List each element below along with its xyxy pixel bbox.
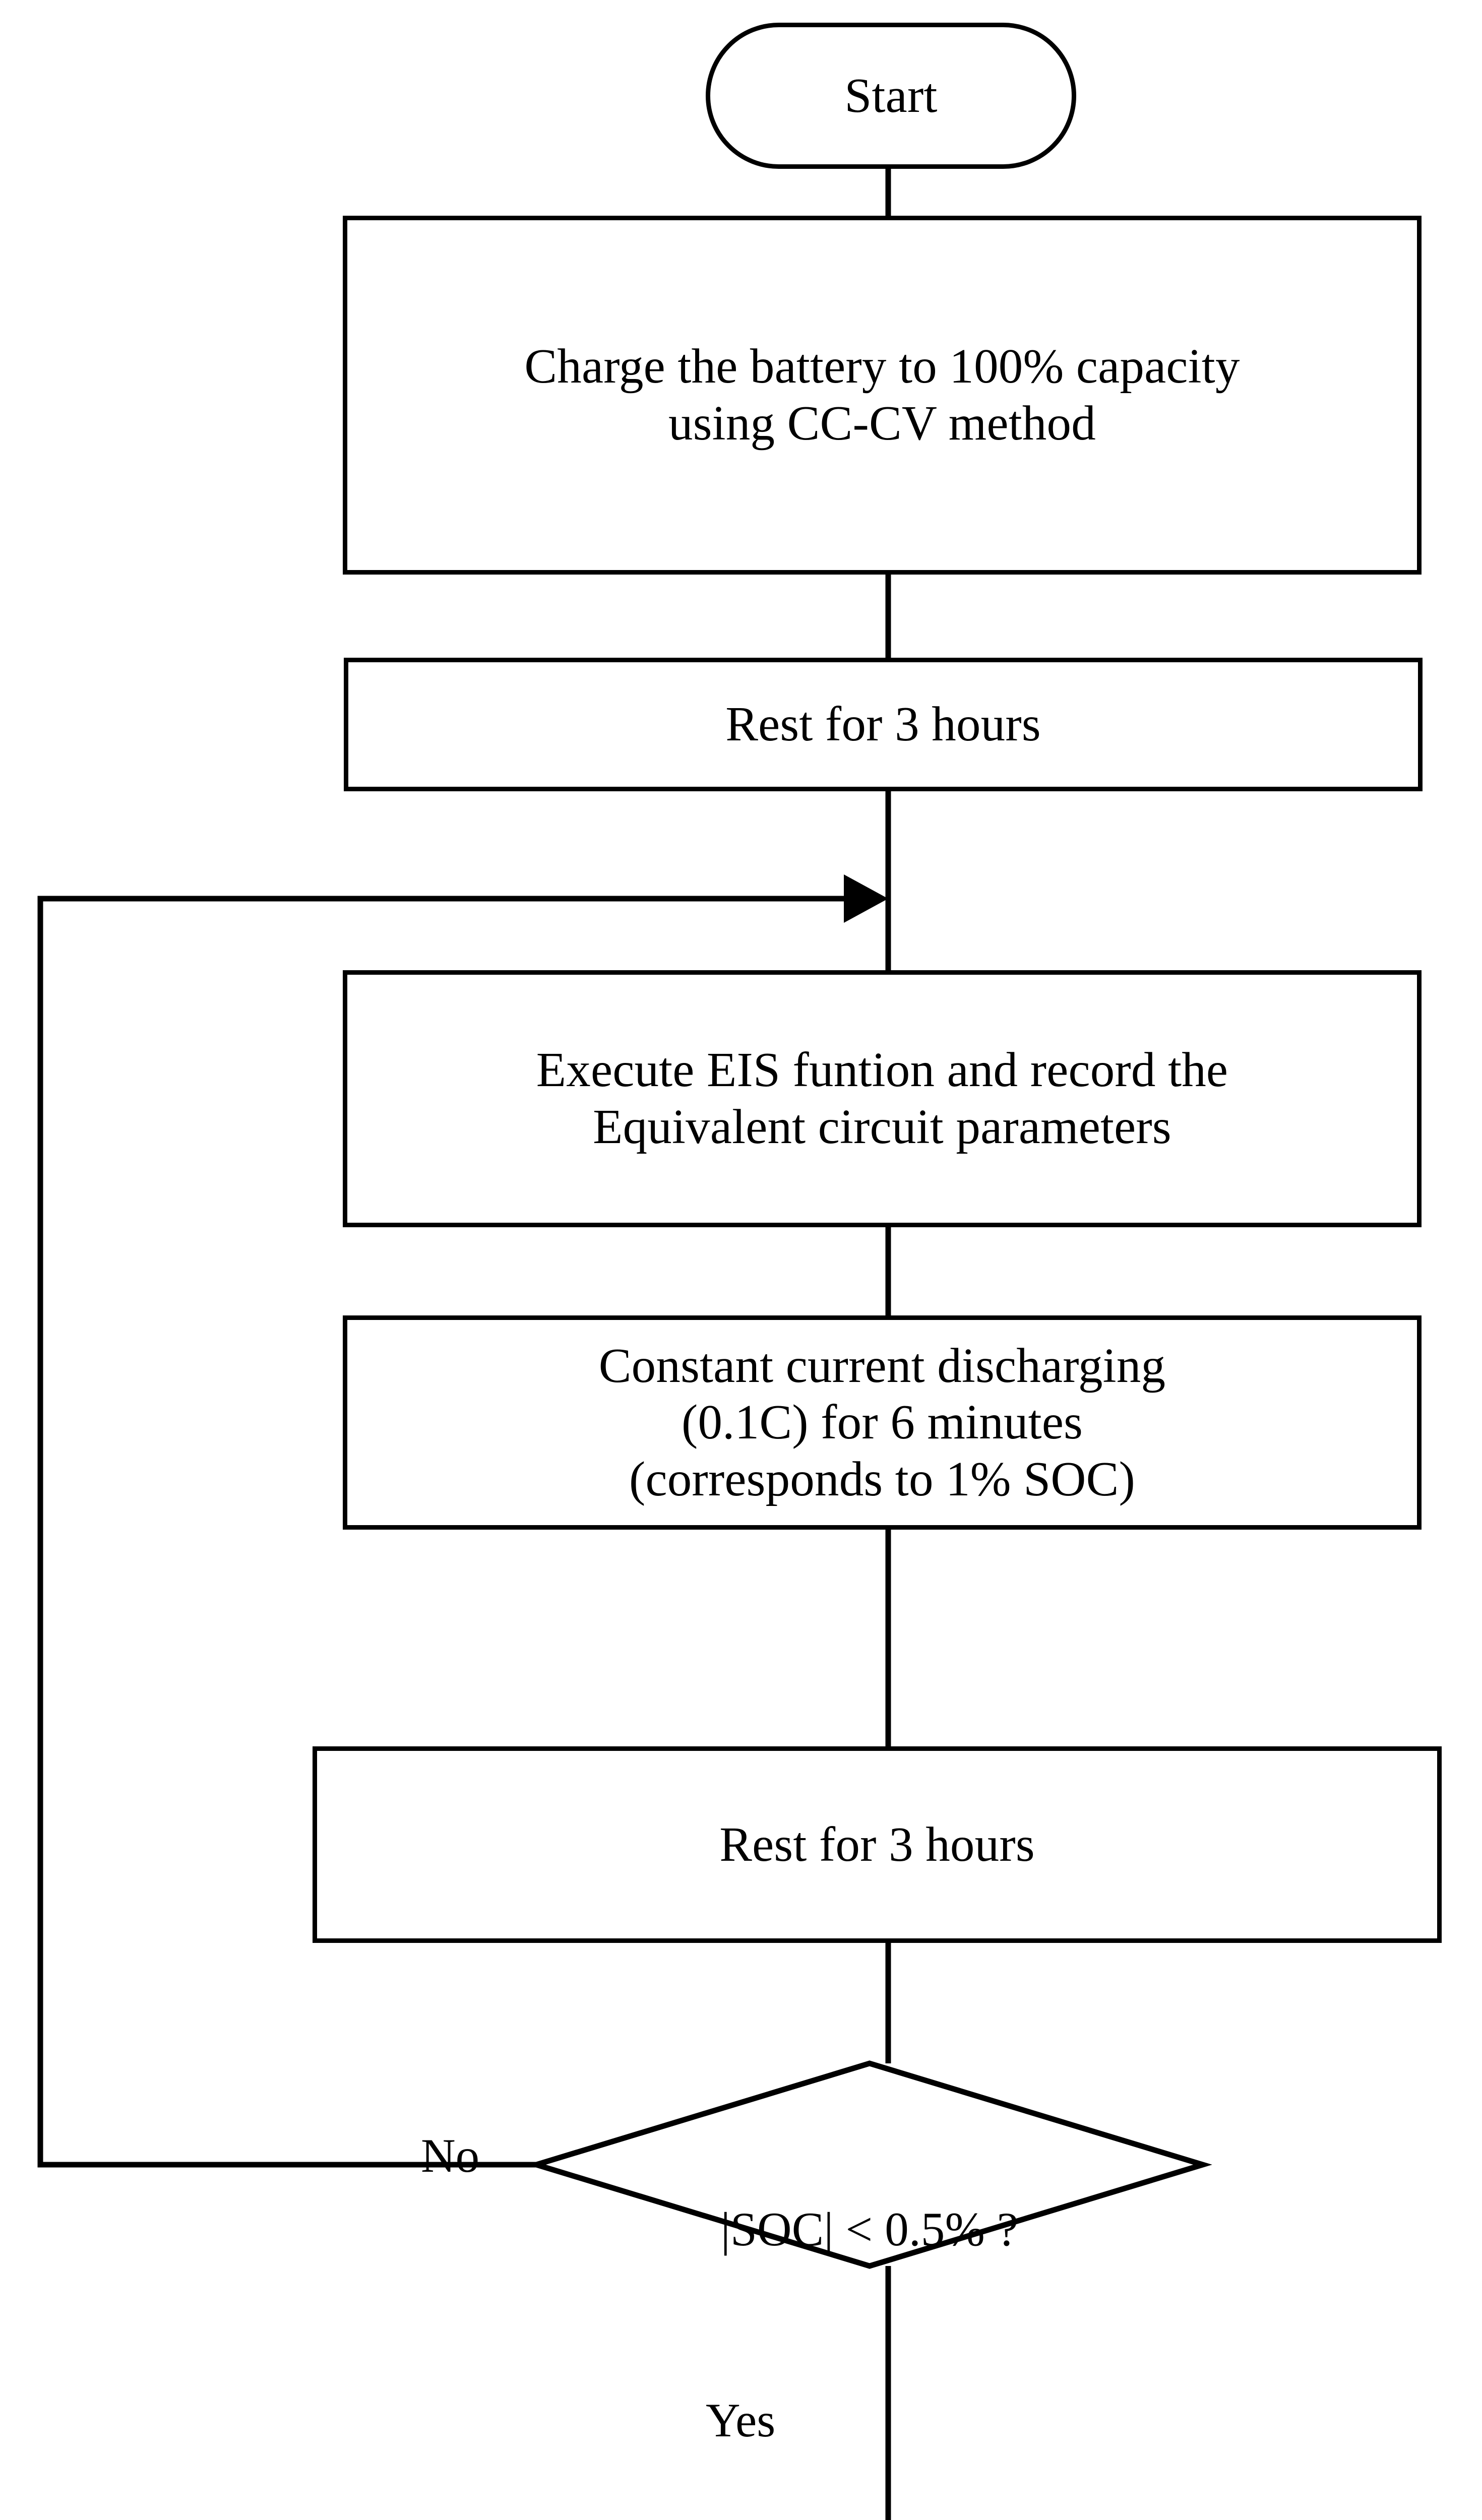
decision-diamond-shape	[527, 2060, 1212, 2269]
node-rest-second-label: Rest for 3 hours	[719, 1817, 1035, 1871]
node-rest-first[interactable]: Rest for 3 hours	[344, 658, 1423, 791]
connector-no-loop-back	[37, 896, 852, 2168]
node-rest-first-label: Rest for 3 hours	[725, 697, 1041, 751]
arrowhead-loop-back	[844, 874, 888, 923]
node-start[interactable]: Start	[706, 23, 1076, 169]
node-charge-battery[interactable]: Charge the battery to 100% capacity usin…	[343, 216, 1422, 575]
edge-label-yes: Yes	[706, 2393, 776, 2447]
edge-label-no: No	[421, 2129, 480, 2182]
node-charge-battery-label: Charge the battery to 100% capacity usin…	[524, 339, 1240, 450]
node-execute-eis[interactable]: Execute EIS funtion and record the Equiv…	[343, 970, 1422, 1227]
node-constant-current-discharge-label: Constant current discharging (0.1C) for …	[598, 1338, 1166, 1506]
node-constant-current-discharge[interactable]: Constant current discharging (0.1C) for …	[343, 1315, 1422, 1530]
node-start-label: Start	[844, 68, 938, 122]
node-execute-eis-label: Execute EIS funtion and record the Equiv…	[536, 1043, 1228, 1154]
node-rest-second[interactable]: Rest for 3 hours	[313, 1746, 1442, 1943]
